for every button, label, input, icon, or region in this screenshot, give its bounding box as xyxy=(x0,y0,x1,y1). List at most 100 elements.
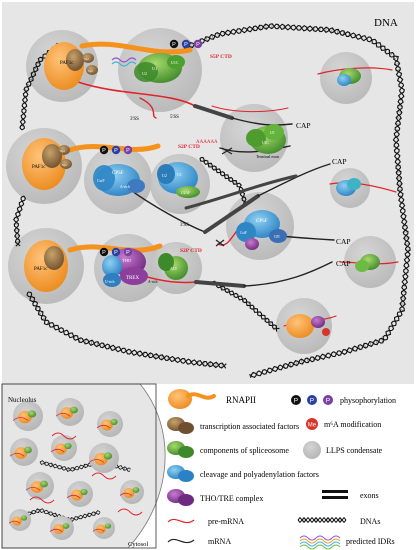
exon-block xyxy=(203,194,260,234)
dna-rung xyxy=(265,24,267,30)
free-rna xyxy=(117,508,143,516)
p-badge-glyph: P xyxy=(102,148,106,154)
cap-label: CAP xyxy=(296,121,311,130)
dna-rung xyxy=(331,27,333,34)
legend-llps-symbol xyxy=(303,441,321,459)
legend-m6a-item: Me m⁶A modification xyxy=(306,418,381,430)
dna-rung xyxy=(211,34,214,40)
ss3-label: 3'SS xyxy=(130,117,139,122)
p-badge-black xyxy=(291,395,301,405)
spt-factor xyxy=(60,159,72,169)
dna-rung xyxy=(396,111,402,113)
legend-tho-symbol xyxy=(178,494,194,506)
tho-label: THO xyxy=(122,258,132,263)
dna-rung xyxy=(155,353,157,359)
dna-strand xyxy=(26,291,227,369)
p-badge xyxy=(99,247,109,257)
terminal-exon-complex xyxy=(221,124,286,155)
free-rna xyxy=(91,472,117,480)
p-badge xyxy=(99,145,109,155)
cytosol-label: Cytosol xyxy=(128,541,148,548)
spt-factor xyxy=(58,145,70,155)
mini-rna xyxy=(8,520,21,524)
u2-complex xyxy=(134,62,158,82)
mini-factor xyxy=(80,488,88,496)
aly-label: ALY xyxy=(170,267,178,271)
polya-label: AAAAAA xyxy=(196,140,218,145)
complex-row1 xyxy=(44,41,193,90)
pre-mrna-strand xyxy=(231,117,293,126)
dna-strand xyxy=(211,280,280,330)
free-rna xyxy=(29,496,55,504)
legend-rnapii-symbol xyxy=(168,389,192,409)
legend-me-glyph: Me xyxy=(308,423,317,429)
u1c-label: U1C xyxy=(171,60,179,65)
u2af-label: U2AF xyxy=(181,191,190,195)
mini-factor xyxy=(62,523,70,529)
dna-strand xyxy=(199,157,249,207)
scissors-icon xyxy=(221,147,233,155)
p-badge-glyph: P xyxy=(102,250,106,256)
dna-rung xyxy=(96,341,99,347)
spt-label: Spt xyxy=(84,57,89,61)
idr-wave xyxy=(111,57,137,63)
legend-dnas-item: DNAs xyxy=(297,516,380,526)
mini-rna xyxy=(119,492,133,496)
legend-idr-wave xyxy=(299,535,341,541)
dna-rung xyxy=(71,517,73,522)
dna-rung xyxy=(400,297,406,299)
legend-mrna-label: mRNA xyxy=(208,537,231,546)
p-badge-blue xyxy=(307,395,317,405)
mini-factor xyxy=(40,480,48,488)
paf1c-factor xyxy=(66,49,84,71)
complex-row3 xyxy=(24,240,188,292)
legend-cleavage-label: cleavage and polyadenylation factors xyxy=(200,470,319,479)
rnapii-tail xyxy=(79,41,193,55)
inset-border xyxy=(1,383,157,549)
legend-idr-wave xyxy=(299,544,341,550)
legend-exon-symbol xyxy=(322,490,348,493)
mini-rna xyxy=(96,424,111,429)
legend-p-glyph: P xyxy=(294,398,298,405)
dna-rung xyxy=(336,29,339,35)
paf1c-factor xyxy=(44,246,64,270)
cstf-label: CstF xyxy=(240,231,247,235)
cpsf-label: CPSF xyxy=(112,171,124,176)
terminal-exon-label: Terminal exon xyxy=(256,154,279,159)
dna-rung xyxy=(123,466,126,471)
u-rich-factor xyxy=(127,179,145,193)
paf1c-label: PAF1c xyxy=(32,165,46,170)
dna-rung xyxy=(375,339,378,345)
dna-rung xyxy=(269,321,273,326)
spt-factor xyxy=(86,65,98,75)
dna-strand xyxy=(183,23,411,378)
nucleolus-label: Nucleolus xyxy=(8,396,37,404)
dna-strand xyxy=(199,156,247,207)
dna-rung xyxy=(369,341,372,347)
legend-transcription-factors-item: transcription associated factors xyxy=(167,417,299,434)
dna-rung xyxy=(90,340,93,346)
p-badge-glyph: P xyxy=(126,250,130,256)
legend-phosphorylation-label: physophorylation xyxy=(340,396,396,405)
mini-factor xyxy=(103,452,113,460)
dna-rung xyxy=(215,362,217,368)
p-badge-glyph: P xyxy=(184,42,188,48)
cap-label: CAP xyxy=(336,237,351,246)
rnapii-blob xyxy=(286,314,314,338)
a-rich-label: A-rich xyxy=(120,185,130,189)
pre-mrna-strand xyxy=(219,145,291,153)
dna-strand xyxy=(27,291,227,369)
cfi-label: CFI xyxy=(274,235,280,239)
u1c-label: U1C xyxy=(262,141,269,145)
legend-pre-mrna-item: pre-mRNA xyxy=(167,517,244,526)
cap-label: CAP xyxy=(336,259,351,268)
a-rich-label: A-rich xyxy=(148,280,158,284)
exon-block xyxy=(184,174,298,210)
p-badge xyxy=(111,247,121,257)
legend-m6a-label: m⁶A modification xyxy=(324,420,381,429)
pre-mrna-strand xyxy=(139,97,157,119)
mini-factor xyxy=(24,446,32,454)
legend-spliceosome-symbol xyxy=(178,446,194,458)
mini-factor xyxy=(20,515,28,521)
